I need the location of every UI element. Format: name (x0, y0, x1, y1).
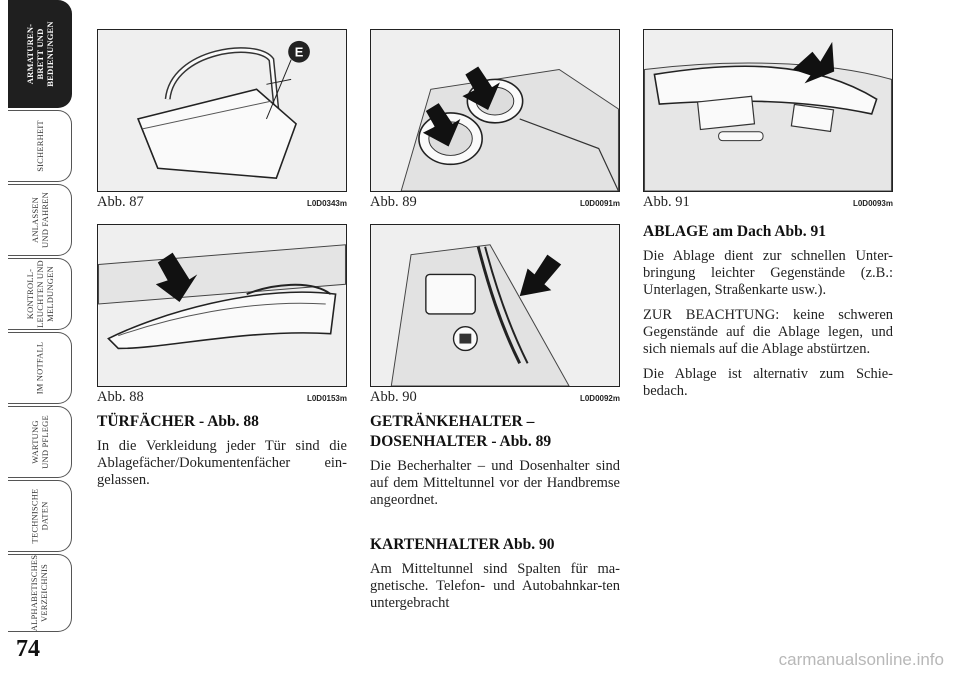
section-cupholder: GETRÄNKEHALTER – DOSENHALTER - Abb. 89 D… (370, 412, 620, 517)
arrow-icon (792, 41, 835, 84)
tab-label: IM NOTFALL (34, 341, 45, 395)
section-heading: ABLAGE am Dach Abb. 91 (643, 223, 827, 240)
bag-illustration: E (98, 30, 346, 191)
figure-marker: E (295, 45, 304, 60)
tab-sicherheit[interactable]: SICHERHEIT (8, 110, 72, 182)
chapter-tabs: ARMATUREN- BRETT UND BEDIENUNGEN SICHERH… (0, 0, 75, 640)
section-text: In die Verkleidung jeder Tür sind die Ab… (97, 438, 347, 488)
tab-notfall[interactable]: IM NOTFALL (8, 332, 72, 404)
section-cardholder: KARTENHALTER Abb. 90 Am Mitteltunnel sin… (370, 535, 620, 620)
tab-label: SICHERHEIT (34, 120, 45, 172)
section-warning: ZUR BEACHTUNG: keine schweren Gegenständ… (643, 307, 893, 357)
cupholder-illustration (371, 30, 619, 191)
figure-image (643, 29, 893, 192)
tab-label: WARTUNG UND PFLEGE (29, 415, 50, 469)
tab-label: KONTROLL- LEUCHTEN UND MELDUNGEN (24, 260, 55, 328)
arrow-icon (462, 66, 500, 111)
figure-88: Abb. 88 L0D0153m (97, 224, 347, 406)
figure-code: L0D0093m (852, 199, 893, 208)
tab-kontrollleuchten[interactable]: KONTROLL- LEUCHTEN UND MELDUNGEN (8, 258, 72, 330)
section-heading: GETRÄNKEHALTER – DOSENHALTER - Abb. 89 (370, 413, 552, 450)
section-text: Am Mitteltunnel sind Spalten für ma-gnet… (370, 561, 620, 611)
figure-image (370, 224, 620, 387)
section-text: Die Becherhalter – und Dosenhalter sind … (370, 458, 620, 508)
section-doors: TÜRFÄCHER - Abb. 88 In die Verkleidung j… (97, 412, 347, 497)
figure-91: Abb. 91 L0D0093m (643, 29, 893, 211)
tab-wartung[interactable]: WARTUNG UND PFLEGE (8, 406, 72, 478)
section-heading: KARTENHALTER Abb. 90 (370, 536, 555, 553)
watermark: carmanualsonline.info (778, 650, 944, 669)
tab-label: ARMATUREN- BRETT UND BEDIENUNGEN (24, 21, 55, 87)
tab-technische-daten[interactable]: TECHNISCHE DATEN (8, 480, 72, 552)
figure-87: E Abb. 87 L0D0343m (97, 29, 347, 211)
figure-label: Abb. 91 (643, 194, 690, 210)
section-roof: ABLAGE am Dach Abb. 91 Die Ablage dient … (643, 222, 893, 408)
roof-storage-illustration (644, 30, 892, 191)
tab-label: TECHNISCHE DATEN (29, 488, 50, 544)
tab-label: ALPHABETISCHES VERZEICHNIS (29, 554, 50, 632)
section-heading: TÜRFÄCHER - Abb. 88 (97, 413, 259, 430)
figure-code: L0D0091m (579, 199, 620, 208)
figure-code: L0D0153m (306, 394, 347, 403)
door-pocket-illustration (98, 225, 346, 386)
arrow-icon (519, 254, 562, 297)
arrow-icon (422, 103, 461, 147)
figure-image: E (97, 29, 347, 192)
figure-label: Abb. 88 (97, 389, 144, 405)
section-text: Die Ablage dient zur schnellen Unter-bri… (643, 248, 893, 298)
figure-label: Abb. 90 (370, 389, 417, 405)
figure-image (97, 224, 347, 387)
figure-label: Abb. 89 (370, 194, 417, 210)
tab-anlassen[interactable]: ANLASSEN UND FAHREN (8, 184, 72, 256)
tab-verzeichnis[interactable]: ALPHABETISCHES VERZEICHNIS (8, 554, 72, 632)
figure-90: Abb. 90 L0D0092m (370, 224, 620, 406)
figure-89: Abb. 89 L0D0091m (370, 29, 620, 211)
page-number: 74 (16, 636, 40, 662)
card-holder-illustration (371, 225, 619, 386)
tab-armaturenbrett[interactable]: ARMATUREN- BRETT UND BEDIENUNGEN (8, 0, 72, 108)
figure-label: Abb. 87 (97, 194, 144, 210)
figure-image (370, 29, 620, 192)
arrow-icon (155, 252, 198, 303)
tab-label: ANLASSEN UND FAHREN (29, 192, 50, 248)
figure-code: L0D0343m (306, 199, 347, 208)
figure-code: L0D0092m (579, 394, 620, 403)
section-text: Die Ablage ist alternativ zum Schie-beda… (643, 366, 893, 399)
